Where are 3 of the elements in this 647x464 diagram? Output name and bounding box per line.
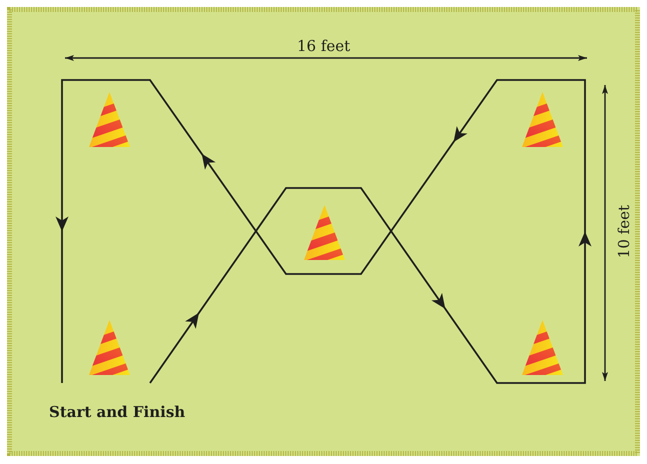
start-finish-label: Start and Finish [49, 405, 186, 420]
dimension-label: 16 feet [297, 39, 350, 54]
dimension-label: 10 feet [617, 205, 632, 258]
